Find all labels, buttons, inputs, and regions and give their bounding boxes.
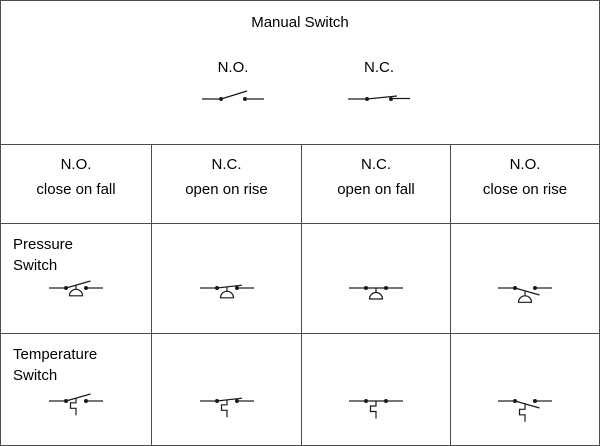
- pressure-switch-nc-open-on-rise-icon: [199, 280, 254, 314]
- manual-no-label: N.O.: [217, 59, 249, 76]
- temperature-switch-nc-open-on-fall-icon: [349, 393, 403, 427]
- manual-section-title: Manual Switch: [251, 14, 349, 31]
- temperature-switch-nc-open-on-rise-icon: [199, 393, 254, 427]
- header-line1: N.O.: [509, 156, 541, 173]
- header-line2: open on rise: [185, 181, 268, 198]
- label-line1: Temperature: [13, 346, 98, 363]
- pressure-switch-row: Pressure Switch: [1, 224, 599, 334]
- temperature-cell-no-close-on-rise: [450, 334, 599, 445]
- pressure-cell-nc-open-on-rise: [151, 224, 301, 333]
- header-line1: N.O.: [60, 156, 92, 173]
- temperature-switch-no-close-on-rise-icon: [498, 393, 552, 427]
- manual-switch-nc-icon: [319, 85, 439, 107]
- label-line2: Switch: [13, 367, 58, 384]
- pressure-cell-no-close-on-rise: [450, 224, 599, 333]
- temperature-switch-row: Temperature Switch: [1, 334, 599, 445]
- column-header-row: N.O. close on fall N.C. open on rise N.C…: [1, 145, 599, 224]
- header-line1: N.C.: [211, 156, 242, 173]
- header-line2: close on fall: [36, 181, 116, 198]
- pressure-switch-no-close-on-fall-icon: [49, 280, 103, 314]
- temperature-switch-label-cell: Temperature Switch: [1, 334, 151, 445]
- label-line1: Pressure: [13, 236, 74, 253]
- pressure-cell-nc-open-on-fall: [301, 224, 450, 333]
- pressure-switch-label-cell: Pressure Switch: [1, 224, 151, 333]
- manual-nc-variant: N.C.: [319, 58, 439, 107]
- manual-nc-label: N.C.: [364, 59, 394, 76]
- pressure-switch-nc-open-on-fall-icon: [349, 280, 403, 314]
- header-line1: N.C.: [361, 156, 391, 173]
- header-nc-open-on-fall: N.C. open on fall: [301, 145, 450, 223]
- temperature-switch-no-close-on-fall-icon: [49, 393, 103, 427]
- pressure-switch-no-close-on-rise-icon: [498, 280, 552, 314]
- label-line2: Switch: [13, 257, 58, 274]
- manual-switch-section: Manual Switch N.O. N.C.: [1, 1, 599, 145]
- header-no-close-on-fall: N.O. close on fall: [1, 145, 151, 223]
- header-no-close-on-rise: N.O. close on rise: [450, 145, 599, 223]
- manual-no-variant: N.O.: [173, 58, 293, 107]
- pressure-switch-label: Pressure Switch: [13, 234, 73, 276]
- header-line2: open on fall: [337, 181, 415, 198]
- temperature-switch-label: Temperature Switch: [13, 344, 97, 386]
- manual-switch-no-icon: [173, 85, 293, 107]
- temperature-cell-nc-open-on-fall: [301, 334, 450, 445]
- header-line2: close on rise: [482, 181, 568, 198]
- temperature-cell-nc-open-on-rise: [151, 334, 301, 445]
- header-nc-open-on-rise: N.C. open on rise: [151, 145, 301, 223]
